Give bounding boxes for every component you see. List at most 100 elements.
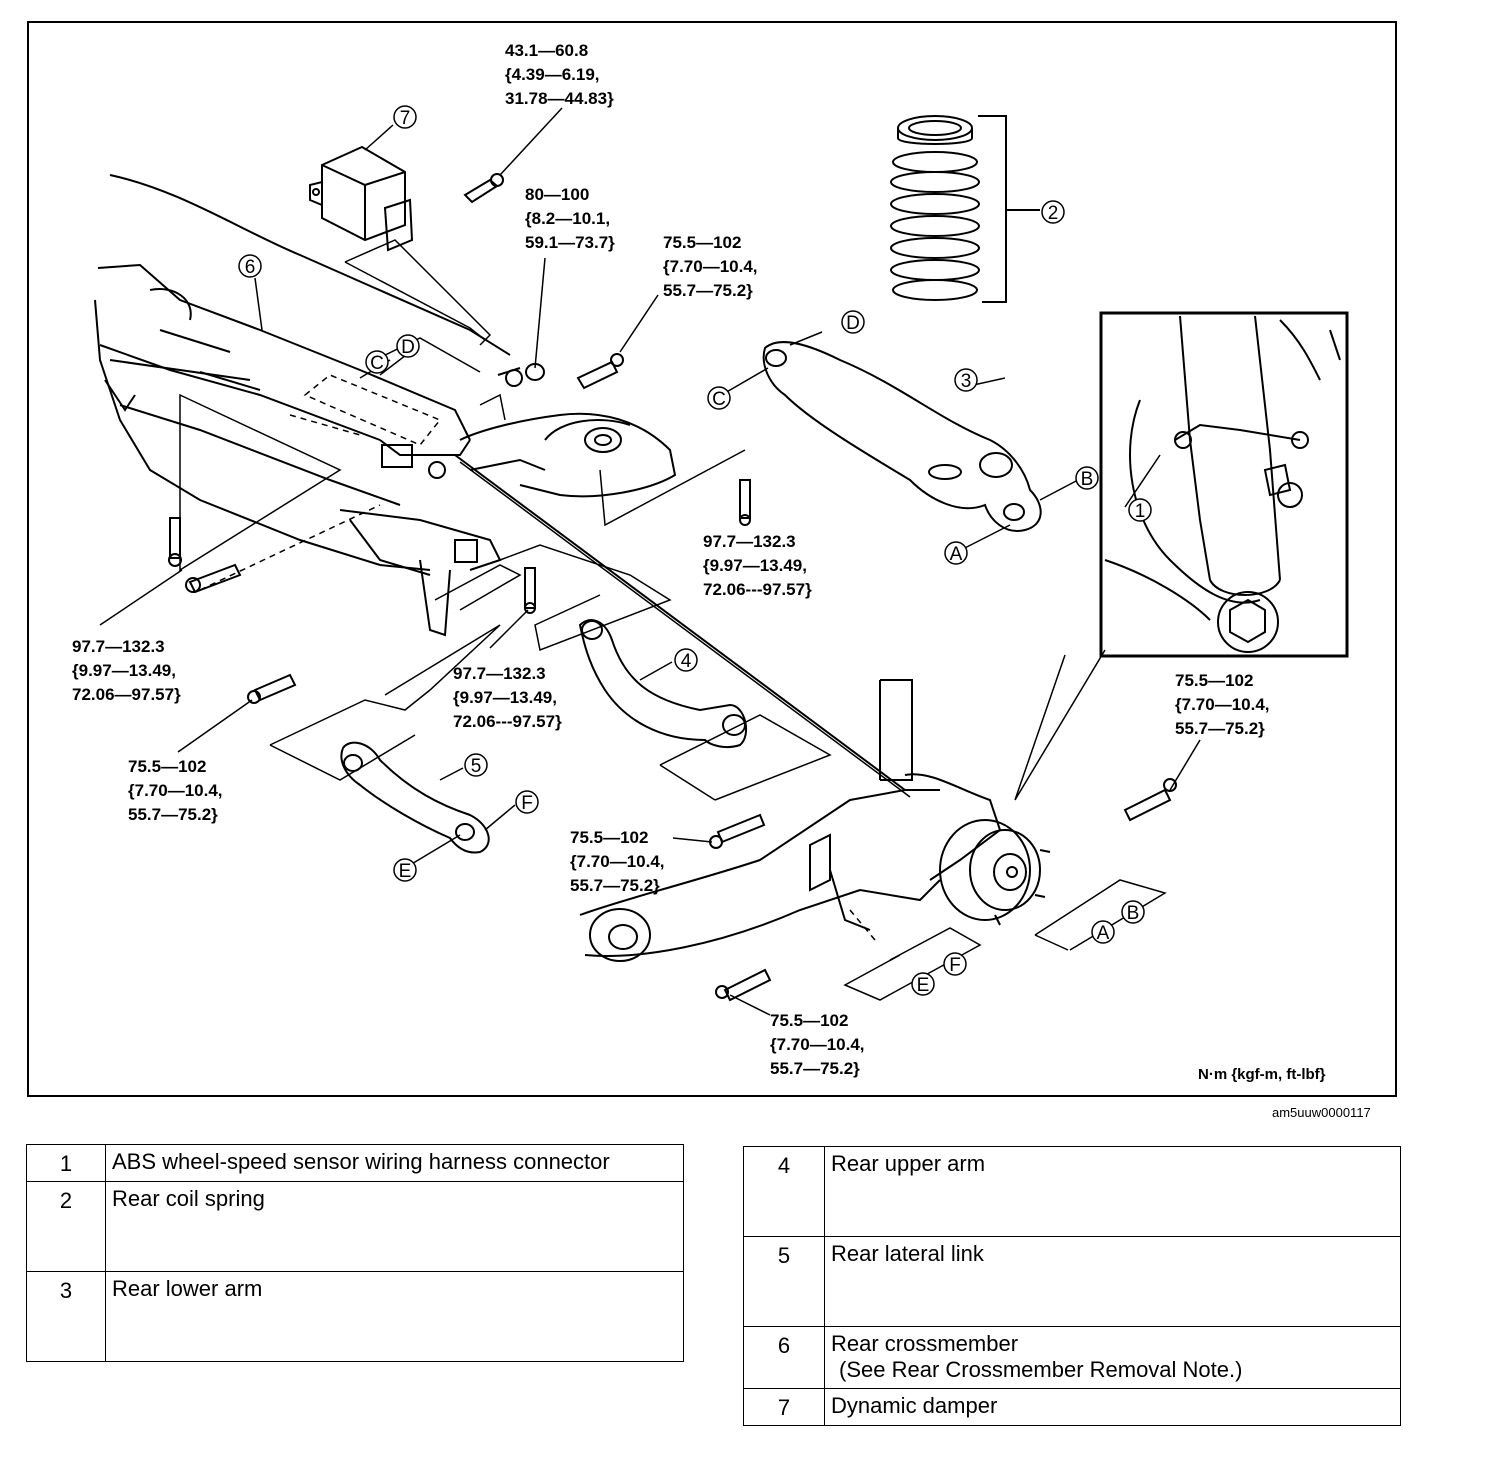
legend-row: 6 Rear crossmember (See Rear Crossmember… (743, 1326, 1401, 1389)
legend-row: 4 Rear upper arm (743, 1146, 1401, 1237)
legend-row: 2 Rear coil spring (26, 1181, 684, 1272)
stabilizer-link-line (454, 454, 906, 791)
legend-text: Rear lateral link (831, 1241, 984, 1266)
legend-description: Rear lateral link (824, 1236, 1401, 1327)
torque-line: 80—100 (525, 185, 589, 204)
callout-b: B (1081, 469, 1094, 490)
torque-knuckle-left: 75.5—102 {7.70—10.4, 55.7—75.2} (570, 828, 665, 895)
abs-sensor-detail-inset (1099, 311, 1349, 658)
legend-number: 7 (743, 1388, 825, 1426)
torque-line: 55.7—75.2} (128, 805, 218, 824)
callout-a-knuckle: A (1097, 923, 1110, 944)
callout-d-circle (841, 310, 865, 334)
torque-line: {7.70—10.4, (1175, 695, 1270, 714)
knuckle-hub-drawing (579, 679, 1051, 962)
torque-line: 55.7—75.2} (770, 1059, 860, 1078)
torque-right-mid: 97.7—132.3 {9.97—13.49, 72.06---97.57} (703, 532, 812, 599)
rear-upper-arm-drawing (578, 619, 748, 749)
suspension-diagram: 1 2 3 4 5 6 7 A B C D C D A B E F E F 43… (27, 21, 1397, 1120)
dynamic-damper-drawing (309, 145, 414, 252)
legend-text: Rear coil spring (112, 1186, 265, 1211)
legend-number: 1 (26, 1144, 106, 1182)
torque-line: 75.5—102 (770, 1011, 848, 1030)
torque-line: 72.06---97.57} (453, 712, 562, 731)
torque-line: {9.97—13.49, (703, 556, 807, 575)
torque-line: {4.39—6.19, (505, 65, 600, 84)
callout-b-circle (1075, 466, 1099, 490)
torque-leaders (99, 107, 1201, 1016)
image-id: am5uuw0000117 (1272, 1105, 1371, 1120)
torque-line: 55.7—75.2} (1175, 719, 1265, 738)
legend-description: Dynamic damper (824, 1388, 1401, 1426)
torque-line: {9.97—13.49, (453, 688, 557, 707)
torque-line: 75.5—102 (1175, 671, 1253, 690)
legend-table-right: 4 Rear upper arm 5 Rear lateral link 6 R… (743, 1146, 1401, 1426)
callout-a2-circle (1091, 920, 1115, 944)
torque-line: 31.78—44.83} (505, 89, 614, 108)
callout-d2-circle (396, 334, 420, 358)
torque-line: 43.1—60.8 (505, 41, 588, 60)
callout-2-circle (1041, 200, 1065, 224)
callout-e-knuckle: E (917, 975, 930, 996)
legend-table-left: 1 ABS wheel-speed sensor wiring harness … (26, 1144, 684, 1362)
callout-1: 1 (1135, 501, 1146, 522)
callout-2: 2 (1048, 203, 1059, 224)
callout-c2-circle (365, 350, 389, 374)
hidden-lines (199, 374, 876, 941)
legend-number: 5 (743, 1236, 825, 1327)
torque-line: {7.70—10.4, (570, 852, 665, 871)
legend-description: Rear crossmember (See Rear Crossmember R… (824, 1326, 1401, 1389)
legend-text: ABS wheel-speed sensor wiring harness co… (112, 1149, 610, 1174)
callout-1-circle (1128, 498, 1152, 522)
callout-e2-circle (911, 972, 935, 996)
callout-5: 5 (471, 756, 482, 777)
torque-knuckle-right: 75.5—102 {7.70—10.4, 55.7—75.2} (1175, 671, 1270, 738)
stabilizer-link-line-2 (459, 461, 911, 798)
torque-bottom: 75.5—102 {7.70—10.4, 55.7—75.2} (770, 1011, 865, 1078)
callout-7-circle (393, 105, 417, 129)
torque-nut: 80—100 {8.2—10.1, 59.1—73.7} (525, 185, 615, 252)
units-label: N·m {kgf-m, ft-lbf} (1198, 1066, 1326, 1083)
callout-e-circle (393, 858, 417, 882)
callout-3-circle (954, 368, 978, 392)
torque-line: {9.97—13.49, (72, 661, 176, 680)
torque-damper-bolt: 43.1—60.8 {4.39—6.19, 31.78—44.83} (505, 41, 614, 108)
legend-number: 3 (26, 1271, 106, 1362)
callout-a-circle (944, 541, 968, 565)
torque-line: 97.7—132.3 (703, 532, 796, 551)
callout-7: 7 (400, 108, 411, 129)
callout-d: D (846, 313, 860, 334)
callout-c-crossmember: C (370, 353, 384, 374)
rear-lower-arm-drawing (762, 341, 1042, 532)
legend-row: 1 ABS wheel-speed sensor wiring harness … (26, 1144, 684, 1182)
callout-f-knuckle: F (949, 955, 961, 976)
legend-description: Rear lower arm (105, 1271, 684, 1362)
legend-text: Dynamic damper (831, 1393, 998, 1418)
legend-description: Rear coil spring (105, 1181, 684, 1272)
torque-line: 55.7—75.2} (663, 281, 753, 300)
bolts (168, 173, 1177, 1002)
callout-e: E (399, 861, 412, 882)
legend-note: (See Rear Crossmember Removal Note.) (839, 1357, 1243, 1382)
torque-left-low: 97.7—132.3 {9.97—13.49, 72.06—97.57} (72, 637, 181, 704)
legend-text: Rear upper arm (831, 1151, 986, 1176)
callout-4: 4 (681, 651, 692, 672)
torque-line: 55.7—75.2} (570, 876, 660, 895)
torque-line: 59.1—73.7} (525, 233, 615, 252)
callout-f2-circle (943, 952, 967, 976)
legend-number: 4 (743, 1146, 825, 1237)
torque-line: 72.06---97.57} (703, 580, 812, 599)
legend-description: Rear upper arm (824, 1146, 1401, 1237)
callout-f-circle (515, 790, 539, 814)
legend-text: Rear crossmember (831, 1331, 1019, 1356)
legend-row: 7 Dynamic damper (743, 1388, 1401, 1426)
callout-6-circle (238, 254, 262, 278)
callout-3: 3 (961, 371, 972, 392)
callout-a: A (950, 544, 963, 565)
torque-line: 97.7—132.3 (72, 637, 165, 656)
torque-line: 75.5—102 (128, 757, 206, 776)
callout-6: 6 (245, 257, 256, 278)
torque-left-lateral: 75.5—102 {7.70—10.4, 55.7—75.2} (128, 757, 223, 824)
legend-text: Rear lower arm (112, 1276, 263, 1301)
callout-d-crossmember: D (401, 337, 415, 358)
